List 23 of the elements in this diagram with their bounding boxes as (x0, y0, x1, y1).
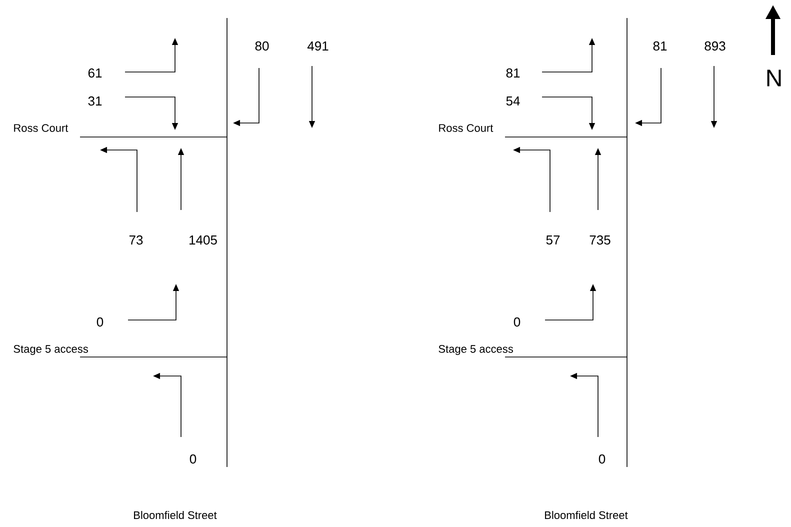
street-name: Ross Court (439, 124, 494, 132)
volume-label: 0 (190, 454, 196, 464)
volume-label: 893 (704, 41, 726, 51)
volume-label: 81 (653, 41, 667, 51)
volume-label: 735 (590, 235, 610, 245)
street-name: Bloomfield Street (545, 510, 628, 520)
north-label: N (767, 70, 781, 86)
volume-label: 54 (506, 96, 520, 106)
street-name: Bloomfield Street (134, 510, 217, 520)
volume-label: 0 (514, 317, 520, 327)
volume-label: 81 (506, 68, 520, 78)
street-name: Stage 5 access (438, 345, 513, 355)
volume-label: 31 (88, 96, 102, 106)
street-name: Stage 5 access (14, 345, 88, 355)
volume-label: 61 (88, 68, 102, 78)
volume-label: 80 (255, 41, 269, 51)
volume-label: 491 (307, 41, 328, 51)
volume-label: 0 (598, 454, 606, 464)
volume-label: 73 (129, 235, 143, 245)
street-name: Ross Court (14, 124, 68, 132)
volume-label: 1405 (190, 235, 217, 245)
volume-label: 0 (96, 317, 104, 327)
volume-label: 57 (546, 235, 560, 245)
